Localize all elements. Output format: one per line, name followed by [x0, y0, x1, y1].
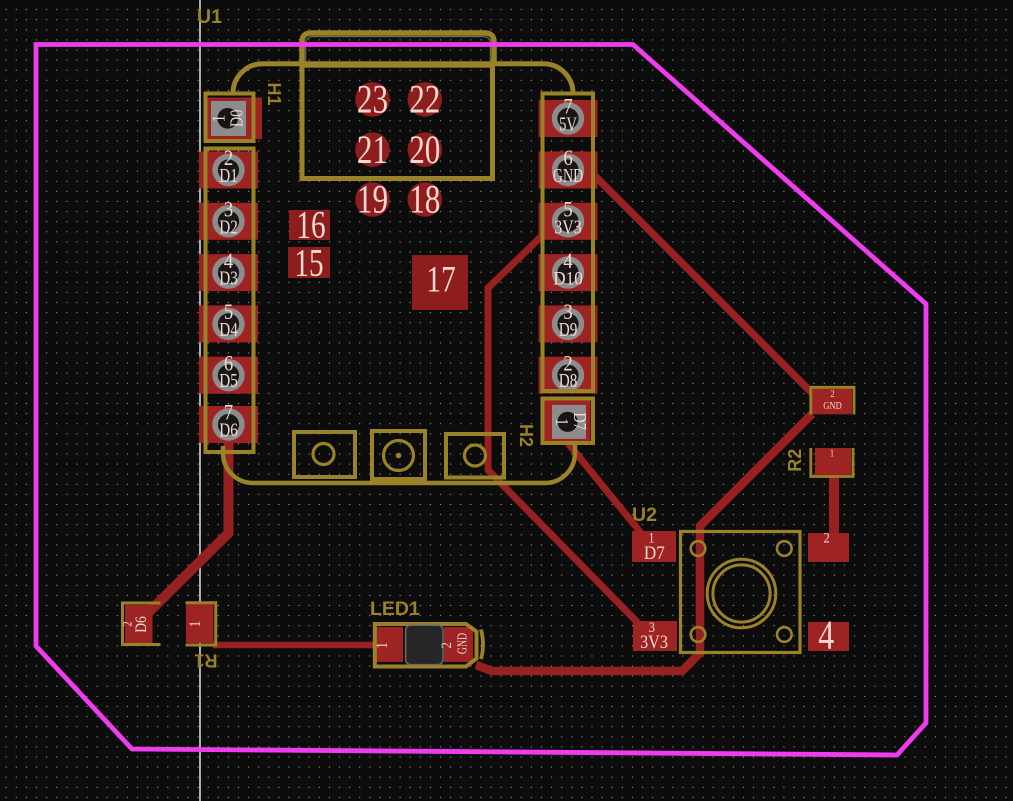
svg-text:R2: R2	[785, 449, 805, 472]
svg-text:H1: H1	[264, 82, 284, 105]
svg-text:GND: GND	[553, 165, 583, 187]
svg-text:7: 7	[563, 95, 572, 119]
svg-text:D0: D0	[226, 110, 247, 128]
svg-text:1: 1	[374, 642, 391, 649]
svg-text:D8: D8	[559, 369, 578, 391]
svg-text:23: 23	[357, 77, 388, 122]
svg-text:GND: GND	[454, 632, 470, 654]
svg-text:3: 3	[649, 619, 655, 635]
svg-text:5V: 5V	[559, 114, 577, 135]
svg-text:7: 7	[224, 401, 233, 425]
svg-text:1: 1	[552, 418, 572, 426]
svg-text:D4: D4	[219, 318, 238, 340]
svg-text:3V3: 3V3	[554, 216, 582, 238]
svg-text:17: 17	[426, 260, 456, 301]
svg-text:3: 3	[224, 198, 233, 222]
svg-text:D6: D6	[219, 419, 238, 441]
svg-text:21: 21	[357, 127, 388, 172]
svg-text:4: 4	[224, 249, 233, 273]
svg-text:D7: D7	[644, 542, 665, 563]
svg-text:20: 20	[409, 127, 440, 172]
svg-text:2: 2	[120, 621, 135, 627]
svg-text:2: 2	[563, 352, 572, 376]
svg-text:3: 3	[563, 301, 572, 325]
svg-text:U1: U1	[197, 6, 222, 28]
svg-text:D9: D9	[559, 318, 578, 340]
svg-text:2: 2	[830, 390, 835, 401]
svg-text:19: 19	[357, 177, 388, 222]
svg-text:2: 2	[224, 147, 233, 171]
svg-text:3V3: 3V3	[640, 631, 668, 653]
svg-text:4: 4	[818, 612, 834, 658]
svg-text:H2: H2	[516, 424, 536, 447]
svg-text:1: 1	[187, 621, 204, 628]
svg-text:LED1: LED1	[370, 598, 420, 620]
svg-text:6: 6	[563, 147, 572, 171]
svg-text:1: 1	[648, 530, 654, 546]
svg-text:R1: R1	[194, 651, 217, 671]
svg-text:16: 16	[296, 203, 325, 246]
svg-text:D5: D5	[219, 369, 238, 391]
svg-text:5: 5	[224, 301, 233, 325]
svg-text:GND: GND	[823, 400, 841, 412]
svg-text:D2: D2	[219, 215, 238, 237]
svg-text:D3: D3	[219, 267, 238, 289]
svg-text:5: 5	[563, 198, 572, 222]
svg-text:1: 1	[830, 449, 835, 460]
svg-text:2: 2	[439, 642, 455, 648]
svg-text:6: 6	[224, 352, 233, 376]
svg-text:1: 1	[208, 115, 228, 123]
svg-text:15: 15	[294, 241, 323, 284]
svg-text:22: 22	[409, 77, 440, 122]
svg-text:D10: D10	[553, 268, 583, 289]
svg-text:U2: U2	[632, 504, 657, 526]
svg-text:D1: D1	[219, 164, 238, 186]
svg-text:4: 4	[563, 249, 572, 273]
svg-text:18: 18	[409, 177, 440, 222]
svg-text:2: 2	[824, 530, 830, 546]
svg-text:D6: D6	[133, 616, 150, 633]
svg-text:D7: D7	[570, 412, 591, 430]
